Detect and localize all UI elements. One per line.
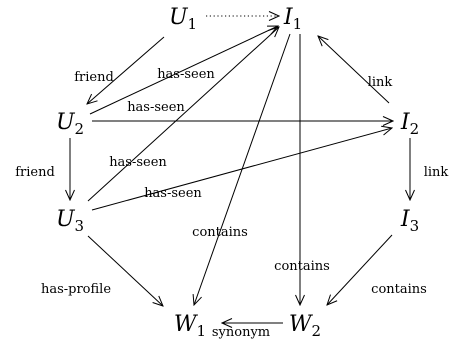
- node-U1-subscript: 1: [188, 15, 198, 33]
- node-W2: W2: [289, 312, 321, 340]
- node-U1: U1: [169, 5, 197, 33]
- edge-u3-w1-arrow: [87, 235, 163, 306]
- edge-i2-i1-arrow: [318, 36, 390, 104]
- node-W2-subscript: 2: [312, 322, 322, 340]
- edge-u2-i1-label: has-seen: [157, 67, 215, 82]
- edge-i1-w2-label: contains: [274, 259, 330, 274]
- edge-u3-i1-arrow: [87, 27, 279, 202]
- edge-i1-w1-arrow: [194, 33, 291, 305]
- edges-layer: [70, 16, 410, 323]
- node-I2-main: I: [400, 110, 411, 135]
- node-U3-subscript: 3: [75, 217, 85, 235]
- edge-u2-i1-arrow: [89, 26, 278, 115]
- node-W1-main: W: [174, 312, 199, 337]
- node-U2: U2: [56, 110, 84, 138]
- edge-i2-i3-label: link: [424, 165, 449, 180]
- node-U2-subscript: 2: [75, 120, 85, 138]
- node-I1-subscript: 1: [293, 15, 303, 33]
- node-I2: I2: [400, 110, 419, 138]
- edge-w2-w1-label: synonym: [212, 325, 270, 340]
- edge-i2-i1-label: link: [368, 75, 393, 90]
- node-U3-main: U: [56, 207, 76, 232]
- node-U3: U3: [56, 207, 84, 235]
- edge-u2-u3-label: friend: [15, 165, 55, 180]
- edge-u1-u2-arrow: [87, 36, 165, 104]
- edge-u3-i2-label: has-seen: [144, 186, 202, 201]
- edge-u1-u2-label: friend: [74, 70, 114, 85]
- node-U1-main: U: [169, 5, 189, 30]
- edge-i1-w1-label: contains: [192, 225, 248, 240]
- edge-u2-i2-label: has-seen: [127, 100, 185, 115]
- edge-i3-w2-label: contains: [371, 282, 427, 297]
- node-W1: W1: [174, 312, 206, 340]
- edge-u3-w1-label: has-profile: [41, 282, 111, 297]
- node-I1-main: I: [283, 5, 294, 30]
- edge-u3-i1-label: has-seen: [109, 155, 167, 170]
- node-I3-subscript: 3: [410, 217, 420, 235]
- edge-i3-w2-arrow: [327, 234, 393, 305]
- node-W1-subscript: 1: [197, 322, 207, 340]
- edge-labels-layer: friend has-seen has-seen friend has-seen has-…: [15, 67, 448, 340]
- node-W2-main: W: [289, 312, 314, 337]
- node-I2-subscript: 2: [410, 120, 420, 138]
- node-U2-main: U: [56, 110, 76, 135]
- node-I3-main: I: [400, 207, 411, 232]
- node-I3: I3: [400, 207, 419, 235]
- node-I1: I1: [283, 5, 302, 33]
